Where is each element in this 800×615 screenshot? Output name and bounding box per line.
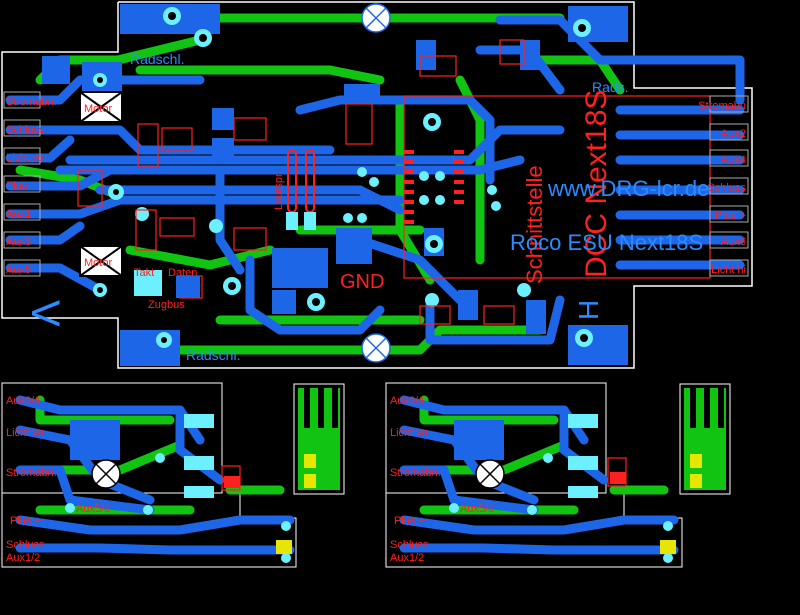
sub-left-label-4: Plus +: [10, 515, 41, 527]
label-left-1: Schluss: [6, 124, 45, 136]
board-outline-sub-left-lower: [1, 493, 297, 568]
label-right-3: Schluss: [707, 182, 746, 194]
zugbus-pads: [134, 270, 200, 298]
h-mark: H: [573, 300, 604, 320]
via-holes: [97, 12, 588, 343]
strip-board-1: [293, 383, 345, 495]
right-edge-labels: Stromabn Aux2 Aux4 Schluss Plus + Aux6 L…: [698, 100, 746, 276]
sub-right-labels: Aux3/4 Licht vo Stromabn. Aux5/6 Plus + …: [390, 395, 494, 564]
label-left-4: Aux1: [6, 208, 31, 220]
board-outline-sub-right: [385, 382, 607, 494]
mount-hole-sub-icon: [91, 459, 505, 489]
edge-pins-right: [709, 95, 749, 277]
sub-left-label-6: Aux1/2: [6, 552, 40, 564]
sub-right-label-6: Aux1/2: [390, 552, 424, 564]
component-pads-red: [224, 472, 626, 488]
gnd-label: GND: [340, 271, 384, 293]
speaker-pads-icon: [286, 149, 316, 230]
sub-right-label-3: Aux5/6: [460, 503, 494, 515]
sub-right-label-4: Plus +: [394, 515, 425, 527]
label-right-1: Aux2: [721, 128, 746, 140]
label-left-6: Aux5: [6, 264, 31, 276]
takt-label: Takt: [134, 267, 154, 279]
label-right-6: Licht hi: [711, 264, 746, 276]
sub-right-label-2: Stromabn.: [390, 467, 441, 479]
motor-bottom-label: Motor: [84, 257, 112, 269]
sub-left-label-5: Schluss: [6, 539, 45, 551]
motor-top-label: Motor: [84, 103, 112, 115]
sub-right-label-0: Aux3/4: [390, 395, 424, 407]
dcc-title: DCC Next18S: [580, 90, 613, 278]
ic-pins: [404, 150, 464, 224]
sub-board-pads: [184, 414, 598, 498]
v-mark: V: [23, 300, 67, 327]
roco-title: Roco ESU Next18S: [510, 230, 703, 255]
rads-right-label: Rads.: [592, 79, 629, 95]
sub-left-label-2: Stromabn.: [6, 467, 57, 479]
board-outline-main: [1, 1, 753, 369]
label-left-0: Stromabn.: [6, 96, 57, 108]
strip-board-traces: [276, 388, 726, 554]
sub-left-labels: Aux3/4 Licht vo Stromabn. Aux5/6 Plus + …: [6, 395, 110, 564]
daten-label: Daten: [168, 267, 197, 279]
radschl-bottom-label: Radschl.: [186, 347, 240, 363]
left-edge-labels: Stromabn. Schluss Licht vo Plus + Aux1 A…: [6, 96, 57, 276]
strip-board-2: [679, 383, 731, 495]
board-outline-sub-right-lower: [385, 493, 683, 568]
sub-left-label-3: Aux5/6: [76, 503, 110, 515]
radschl-top-label: Radschl.: [130, 51, 184, 67]
board-outline-sub-left: [1, 382, 223, 494]
label-left-3: Plus +: [6, 180, 37, 192]
lautspr-label: Lautspr.: [273, 171, 285, 210]
motor-pad-icon: [79, 91, 123, 277]
zugbus-label: Zugbus: [148, 299, 185, 311]
sub-left-label-0: Aux3/4: [6, 395, 40, 407]
sub-right-label-1: Licht vo: [390, 427, 428, 439]
label-left-5: Aux3: [6, 236, 31, 248]
mount-hole-icon: [361, 3, 391, 363]
label-right-5: Aux6: [721, 236, 746, 248]
sub-right-label-5: Schluss: [390, 539, 429, 551]
label-right-0: Stromabn: [698, 100, 746, 112]
label-left-2: Licht vo: [6, 152, 44, 164]
label-right-2: Aux4: [721, 154, 746, 166]
schnittstelle-label: Schnittstelle: [522, 165, 547, 284]
label-right-4: Plus +: [715, 210, 746, 222]
sub-left-label-1: Licht vo: [6, 427, 44, 439]
edge-pins-left: [3, 91, 41, 277]
website-label: www.DRG-lcr.de: [547, 176, 709, 201]
